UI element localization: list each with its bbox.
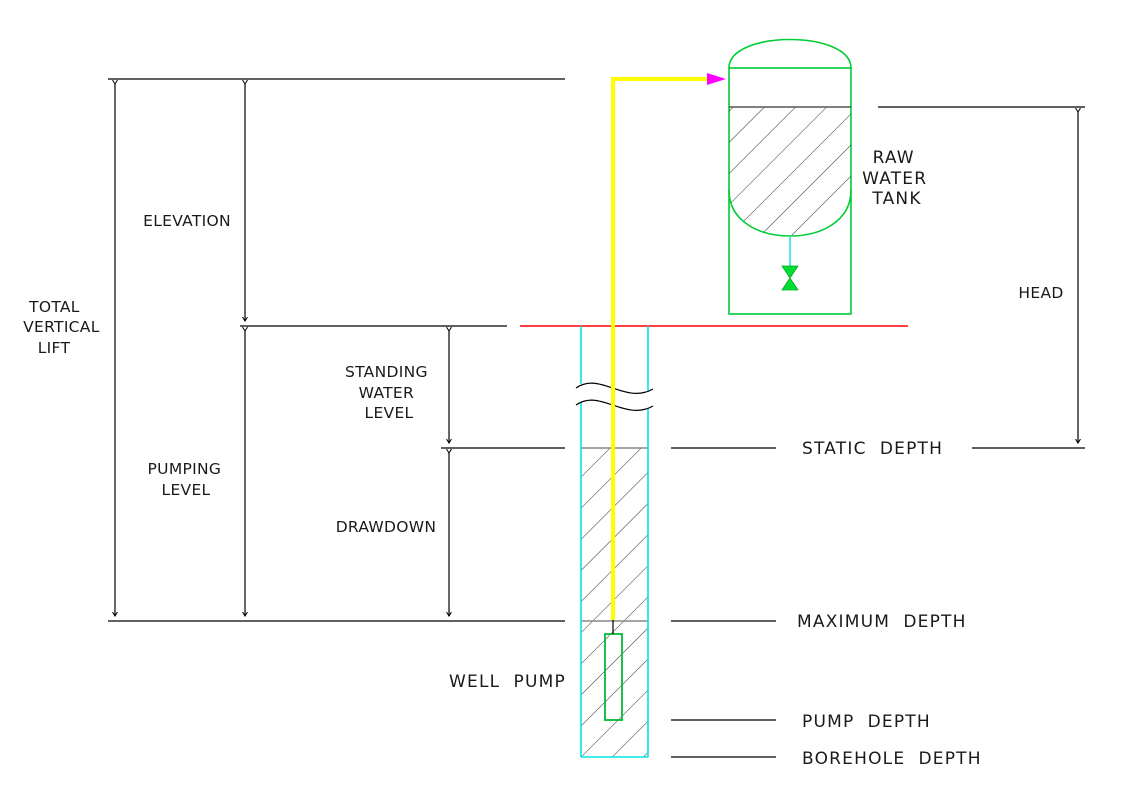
rising-main-pipe xyxy=(611,77,710,620)
label-maximum-depth: MAXIMUM DEPTH xyxy=(797,612,967,632)
label-static-depth: STATIC DEPTH xyxy=(802,439,943,459)
label-total-vertical-lift: TOTAL VERTICAL LIFT xyxy=(23,298,105,357)
label-elevation: ELEVATION xyxy=(143,212,231,230)
label-head: HEAD xyxy=(1018,284,1063,302)
label-pump-depth: PUMP DEPTH xyxy=(802,712,931,732)
tank-dome xyxy=(728,38,852,69)
label-borehole-depth: BOREHOLE DEPTH xyxy=(802,749,982,769)
tank-water-hatch xyxy=(729,107,851,236)
raw-water-tank xyxy=(728,38,852,315)
label-pumping-level: PUMPING LEVEL xyxy=(148,460,227,499)
valve-icon xyxy=(781,265,799,291)
label-drawdown: DRAWDOWN xyxy=(336,518,437,536)
outlet-arrow-icon xyxy=(707,73,726,85)
label-raw-water-tank: RAW WATER TANK xyxy=(862,148,934,209)
label-well-pump: WELL PUMP xyxy=(449,672,566,692)
label-standing-water-level: STANDING WATER LEVEL xyxy=(345,363,433,422)
